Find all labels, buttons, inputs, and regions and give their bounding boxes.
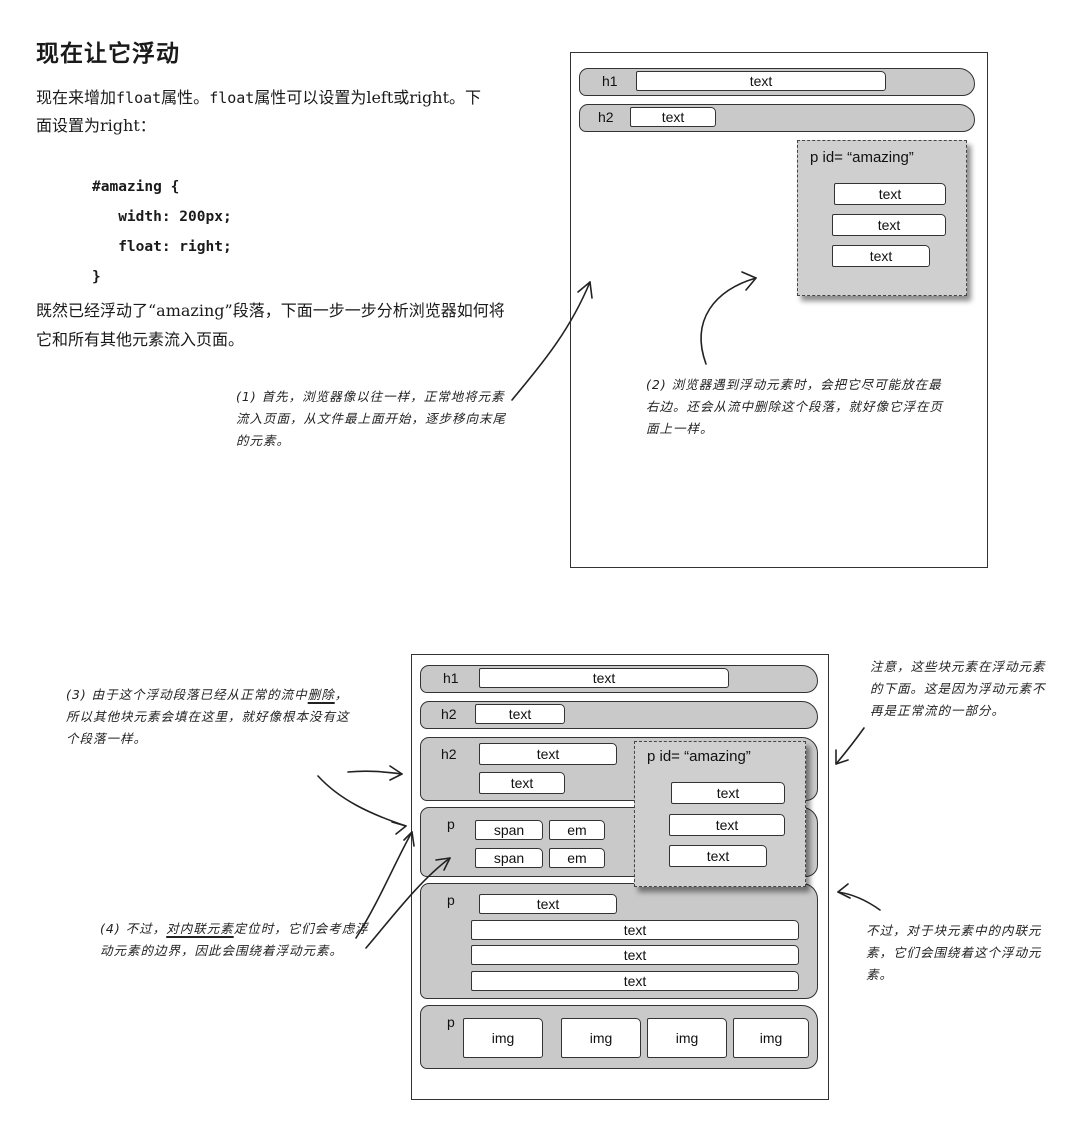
note-4-text-b: 定位时，它们会考虑浮动元素的边界，因此会围绕着浮动元素。 xyxy=(100,921,369,958)
text-box: text xyxy=(471,971,799,991)
h2-text-box: text xyxy=(479,743,617,765)
span-box: span xyxy=(475,820,543,840)
text-box: text xyxy=(471,945,799,965)
p-block-images: p img img img img xyxy=(420,1005,818,1069)
em-box: em xyxy=(549,820,605,840)
h2-text-box: text xyxy=(479,772,565,794)
float-text-box: text xyxy=(669,845,767,867)
float-label: p id= “amazing” xyxy=(647,748,751,765)
arrow-note-3a-head-icon xyxy=(389,765,403,781)
floated-paragraph-amazing: p id= “amazing” text text text xyxy=(634,741,806,887)
intro-text-2: 属性。 xyxy=(161,88,210,107)
note-blocks-under-float: 注意，这些块元素在浮动元素的下面。这是因为浮动元素不再是正常流的一部分。 xyxy=(870,659,1046,718)
float-label: p id= “amazing” xyxy=(810,149,914,166)
span-box: span xyxy=(475,848,543,868)
arrow-note-2-icon xyxy=(700,277,757,365)
arrow-note-1-icon xyxy=(511,281,591,401)
arrow-note-3b-head-icon xyxy=(391,821,407,835)
arrow-note-4a-icon xyxy=(355,831,413,939)
h1-text-box: text xyxy=(636,71,886,91)
note-step-4: (4) 不过，对内联元素定位时，它们会考虑浮动元素的边界，因此会围绕着浮动元素。 xyxy=(100,918,370,962)
code-line: } xyxy=(92,269,101,285)
intro-text-3: 属性可以设置为left或right。下面设置为right： xyxy=(36,88,482,135)
float-text-box: text xyxy=(671,782,785,804)
float-text-box: text xyxy=(832,245,930,267)
p-label: p xyxy=(447,1014,455,1030)
p-label: p xyxy=(447,892,455,908)
h2-label: h2 xyxy=(598,109,614,125)
note-3-underlined: 删除 xyxy=(307,687,335,702)
h1-block: h1 text xyxy=(579,68,975,96)
code-line: width: 200px; xyxy=(92,209,232,225)
intro-text-1: 现在来增加 xyxy=(36,88,117,107)
arrow-note-3b-icon xyxy=(317,775,407,827)
h1-label: h1 xyxy=(602,73,618,89)
intro-paragraph: 现在来增加float属性。float属性可以设置为left或right。下面设置… xyxy=(36,84,496,140)
css-code-block: #amazing { width: 200px; float: right;} xyxy=(92,172,232,292)
arrow-note-1-head-icon xyxy=(577,281,593,299)
arrow-note-4b-head-icon xyxy=(435,857,451,871)
arrow-note-6-head-icon xyxy=(837,883,851,899)
note-3-text-b: ，所以其他块元素会填在这里，就好像根本没有这个段落一样。 xyxy=(66,687,350,746)
img-box: img xyxy=(561,1018,641,1058)
note-step-3: (3) 由于这个浮动段落已经从正常的流中删除，所以其他块元素会填在这里，就好像根… xyxy=(66,684,356,750)
arrow-note-3a-icon xyxy=(347,770,403,775)
text-box: text xyxy=(471,920,799,940)
p-block-text: p text text text text xyxy=(420,883,818,999)
note-3-text-a: (3) 由于这个浮动段落已经从正常的流中 xyxy=(66,687,308,702)
arrow-note-5-head-icon xyxy=(835,749,849,765)
h1-label: h1 xyxy=(443,670,459,686)
floated-paragraph-amazing: p id= “amazing” text text text xyxy=(797,140,967,296)
note-4-underlined: 对内联元素 xyxy=(166,921,234,936)
arrow-note-4a-head-icon xyxy=(403,831,415,847)
h2-block: h2 text xyxy=(579,104,975,132)
img-box: img xyxy=(647,1018,727,1058)
h2-label: h2 xyxy=(441,706,457,722)
arrow-note-6-icon xyxy=(837,891,881,911)
h1-text-box: text xyxy=(479,668,729,688)
code-line: #amazing { xyxy=(92,179,180,195)
browser-diagram-1: h1 text h2 text p id= “amazing” text tex… xyxy=(570,52,988,568)
float-text-box: text xyxy=(834,183,946,205)
h1-block: h1 text xyxy=(420,665,818,693)
em-box: em xyxy=(549,848,605,868)
img-box: img xyxy=(733,1018,809,1058)
text-box: text xyxy=(479,894,617,914)
note-inline-wrap: 不过，对于块元素中的内联元素，它们会围绕着这个浮动元素。 xyxy=(866,923,1042,982)
intro-code-float-2: float xyxy=(209,89,255,107)
note-4-text-a: (4) 不过， xyxy=(100,921,167,936)
note-step-2: (2) 浏览器遇到浮动元素时，会把它尽可能放在最右边。还会从流中删除这个段落，就… xyxy=(646,377,944,436)
img-box: img xyxy=(463,1018,543,1058)
float-text-box: text xyxy=(669,814,785,836)
h2-text-box: text xyxy=(475,704,565,724)
page-title: 现在让它浮动 xyxy=(36,40,180,67)
arrow-note-4b-icon xyxy=(365,857,451,949)
browser-diagram-2: h1 text h2 text h2 text text p span em s… xyxy=(411,654,829,1100)
arrow-note-2-head-icon xyxy=(741,271,757,291)
note-step-1: (1) 首先，浏览器像以往一样，正常地将元素流入页面，从文件最上面开始，逐步移向… xyxy=(236,389,507,448)
code-line: float: right; xyxy=(92,239,232,255)
h2-block: h2 text xyxy=(420,701,818,729)
float-text-box: text xyxy=(832,214,946,236)
h2-text-box: text xyxy=(630,107,716,127)
intro-code-float-1: float xyxy=(116,89,162,107)
h2-label: h2 xyxy=(441,746,457,762)
p-label: p xyxy=(447,816,455,832)
arrow-note-5-icon xyxy=(835,727,865,765)
explanation-paragraph: 既然已经浮动了“amazing”段落，下面一步一步分析浏览器如何将它和所有其他元… xyxy=(36,301,505,349)
